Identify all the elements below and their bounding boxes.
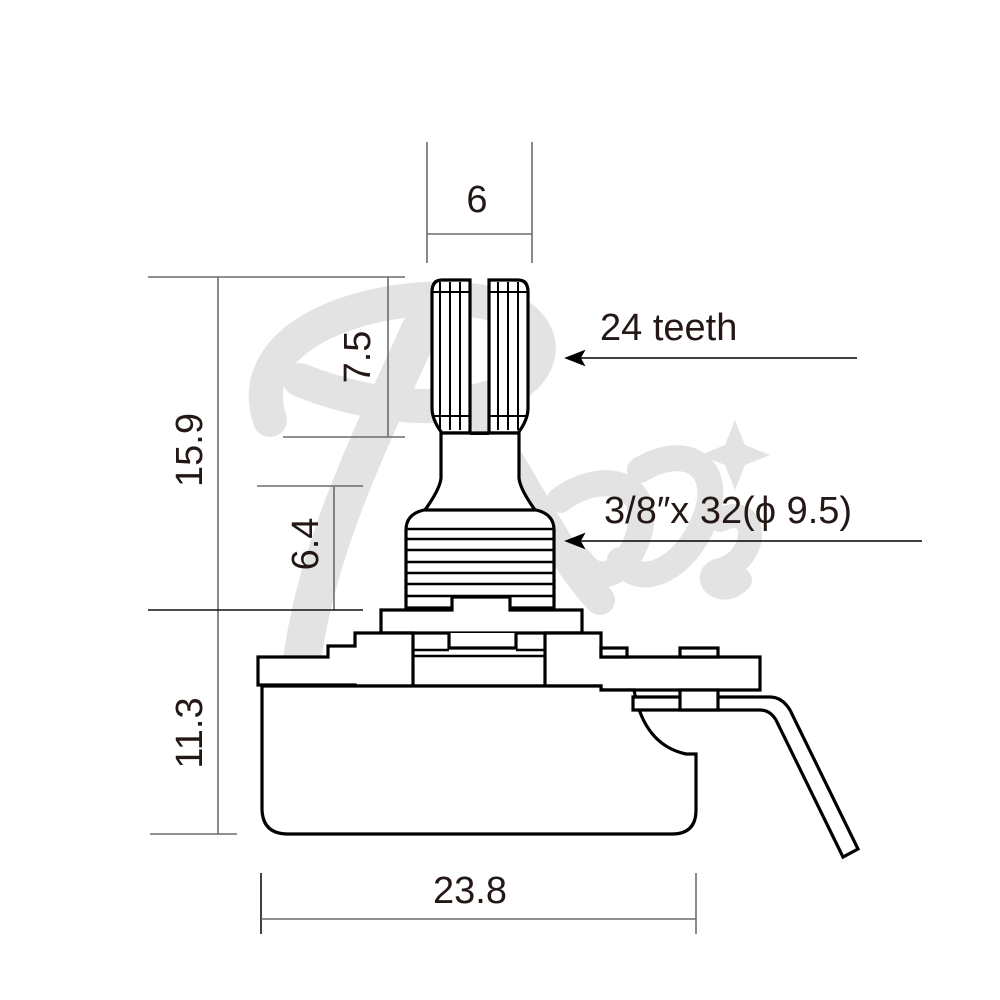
threaded-bushing (404, 508, 556, 610)
label-body-height: 11.3 (169, 697, 211, 768)
tab (678, 646, 720, 659)
callout-teeth: 24 teeth (600, 307, 737, 349)
label-knurl-length: 7.5 (337, 331, 379, 384)
housing-can (260, 684, 698, 836)
label-body-width: 23.8 (433, 870, 507, 912)
label-total-height: 15.9 (169, 413, 211, 487)
sparkle-icon (700, 420, 770, 490)
terminal-rivet (678, 688, 720, 712)
label-bushing-height: 6.4 (285, 518, 327, 571)
callout-thread: 3/8″x 32(ϕ 9.5) (604, 490, 852, 532)
shaft-neck (418, 431, 542, 516)
dimension-labels: 6 7.5 15.9 6.4 11.3 23.8 24 teeth 3/8″x … (169, 179, 852, 912)
potentiometer-body (256, 278, 861, 860)
arrow-left-icon (564, 532, 586, 550)
dimension-lines (148, 142, 697, 934)
tab (599, 646, 629, 659)
solder-terminal (631, 695, 861, 860)
callout-arrows (564, 349, 922, 550)
label-shaft-diameter: 6 (466, 179, 487, 221)
arrow-left-icon (564, 349, 586, 367)
